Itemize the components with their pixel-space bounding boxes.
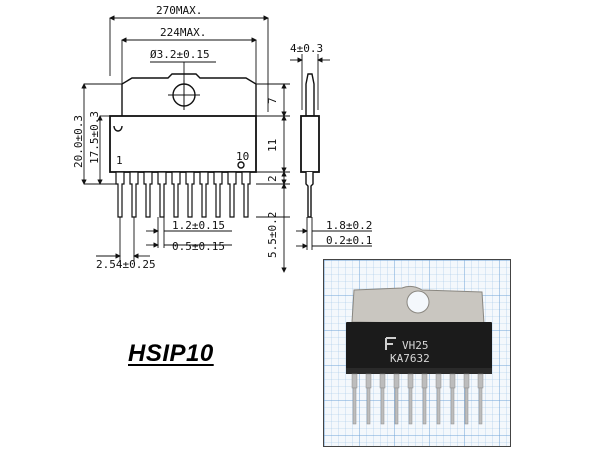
dim-side-tip: 0.2±0.1 — [326, 234, 372, 247]
dim-lead-shoulder: 2 — [266, 175, 279, 182]
component-photo: VH25 KA7632 — [323, 259, 511, 447]
photo-marking-line1: VH25 — [402, 339, 429, 352]
dim-thickness: 4±0.3 — [290, 42, 323, 55]
dim-height-body: 17.5±0.3 — [88, 111, 101, 164]
dim-width-body: 224MAX. — [160, 26, 206, 39]
package-name: HSIP10 — [128, 340, 214, 367]
side-view — [300, 73, 320, 218]
dim-body: 11 — [266, 139, 279, 152]
photo-body — [346, 322, 492, 372]
pin-10-label: 10 — [236, 150, 249, 163]
dim-tab: 7 — [266, 97, 279, 104]
package-body — [109, 115, 257, 173]
dim-width-total: 270MAX. — [156, 4, 202, 17]
pin-1-label: 1 — [116, 154, 123, 167]
dim-hole: Ø3.2±0.15 — [150, 48, 210, 61]
dim-lead-length: 5.5±0.2 — [266, 212, 279, 258]
dim-side-lead: 1.8±0.2 — [326, 219, 372, 232]
dim-pitch: 2.54±0.25 — [96, 258, 156, 271]
dim-lead-tip: 0.5±0.15 — [172, 240, 225, 253]
photo-marking-line2: KA7632 — [390, 352, 430, 365]
front-leads — [115, 171, 251, 218]
dim-lead-width: 1.2±0.15 — [172, 219, 225, 232]
dim-height-total: 20.0±0.3 — [72, 115, 85, 168]
front-view — [109, 73, 257, 173]
